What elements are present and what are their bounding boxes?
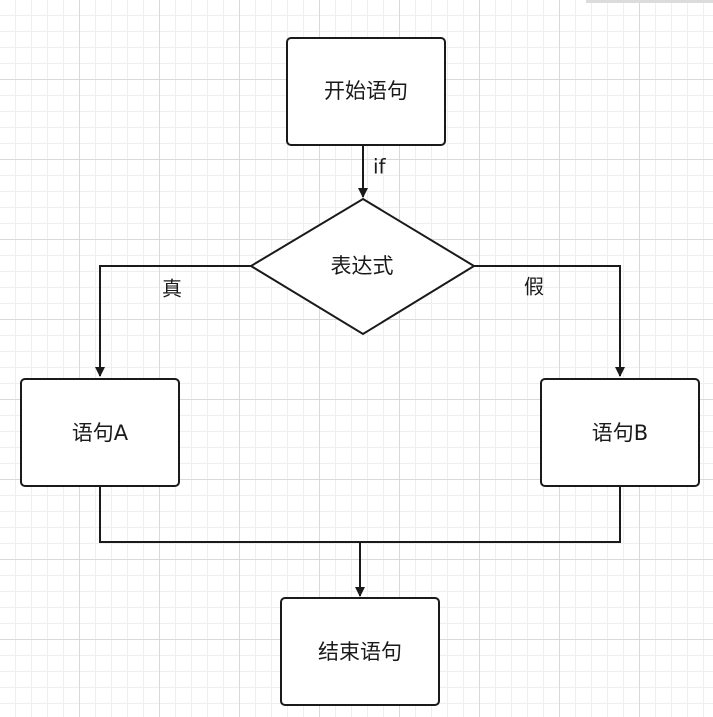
node-end-label: 结束语句 [318, 640, 402, 664]
edge-label-if: if [373, 155, 387, 179]
node-stmt-b[interactable]: 语句B [540, 378, 700, 487]
node-start[interactable]: 开始语句 [286, 37, 446, 146]
node-condition-label: 表达式 [331, 254, 394, 278]
connector-stmt-a-to-merge [99, 486, 621, 543]
edge-label-true: 真 [162, 277, 182, 301]
canvas-top-edge [586, 0, 713, 3]
node-start-label: 开始语句 [324, 79, 408, 103]
node-stmt-a-label: 语句A [72, 421, 129, 445]
node-stmt-b-label: 语句B [592, 421, 648, 445]
connector-condition-to-stmt-b [474, 265, 625, 377]
node-condition[interactable]: 表达式 [249, 197, 476, 336]
node-stmt-a[interactable]: 语句A [20, 378, 180, 487]
connector-condition-to-stmt-a [95, 265, 251, 377]
node-end[interactable]: 结束语句 [280, 597, 440, 706]
edge-label-false: 假 [524, 275, 544, 299]
